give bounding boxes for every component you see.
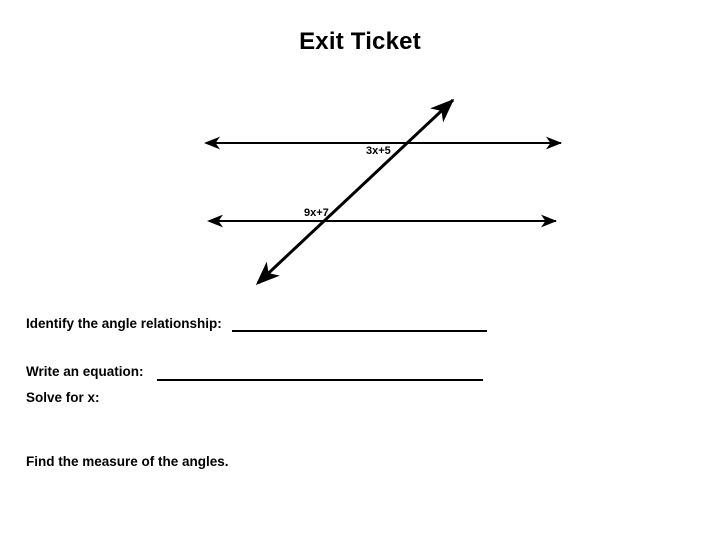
- prompt-find-measures: Find the measure of the angles.: [26, 454, 229, 469]
- angle-label-bottom: 9x+7: [304, 207, 329, 219]
- angle-diagram: [0, 70, 720, 310]
- angle-diagram-svg: [204, 98, 562, 286]
- page-title: Exit Ticket: [299, 28, 421, 55]
- prompt-write-equation: Write an equation:: [26, 364, 144, 379]
- angle-label-top: 3x+5: [366, 145, 391, 157]
- answer-blank-relationship[interactable]: [232, 330, 487, 332]
- prompt-solve-for-x: Solve for x:: [26, 390, 100, 405]
- prompt-identify-relationship: Identify the angle relationship:: [26, 316, 222, 331]
- transversal-line: [255, 98, 455, 286]
- answer-blank-equation[interactable]: [157, 379, 483, 381]
